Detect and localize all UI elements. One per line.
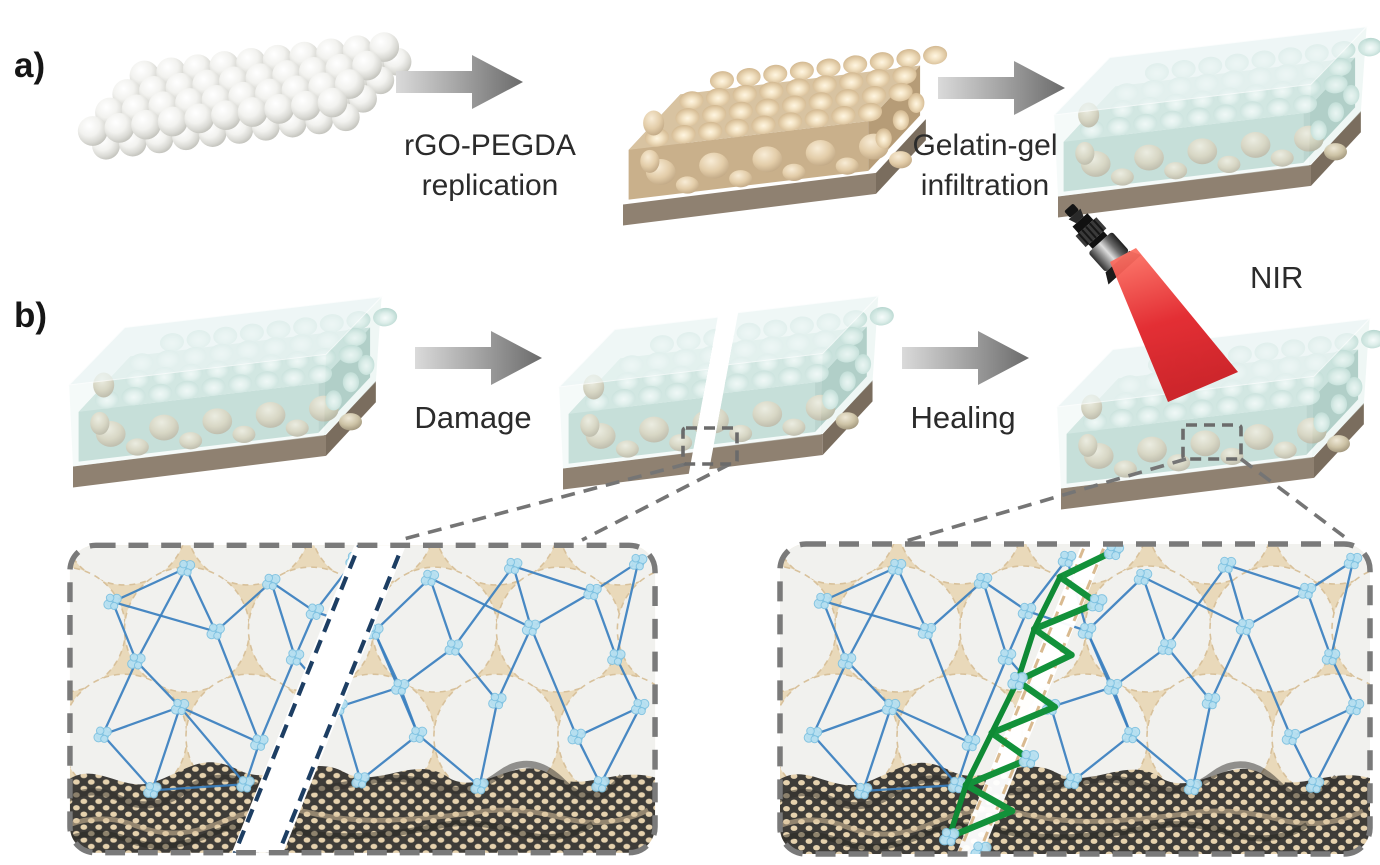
healed-scaffold-illustration [1055,318,1380,510]
replication-step-line1: rGO-PEGDA [404,129,576,162]
replication-step-label: rGO-PEGDA replication [355,126,625,206]
nir-label: NIR [1250,260,1304,295]
healed-interface-inset [775,539,1375,859]
healing-step-label: Healing [910,400,1016,435]
intact-scaffold-illustration [67,296,398,488]
damaged-scaffold-illustration [557,295,894,490]
infiltration-step-line1: Gelatin-gel [912,129,1058,162]
process-arrow-icon [938,61,1065,115]
replication-step-line2: replication [421,169,559,202]
process-arrow-icon [415,331,542,385]
damaged-interface-inset [65,540,660,858]
inverse-opal-illustration [623,45,948,226]
process-arrow-icon [902,331,1029,385]
infiltration-step-label: Gelatin-gel infiltration [850,126,1120,206]
infiltration-step-line2: infiltration [920,169,1050,202]
panel-b-label: b) [14,296,48,335]
damage-step-label: Damage [414,400,532,435]
gel-infiltrated-scaffold-illustration [1052,26,1380,218]
colloidal-crystal-illustration [77,32,412,160]
panel-a-label: a) [14,46,46,85]
process-arrow-icon [396,55,523,109]
